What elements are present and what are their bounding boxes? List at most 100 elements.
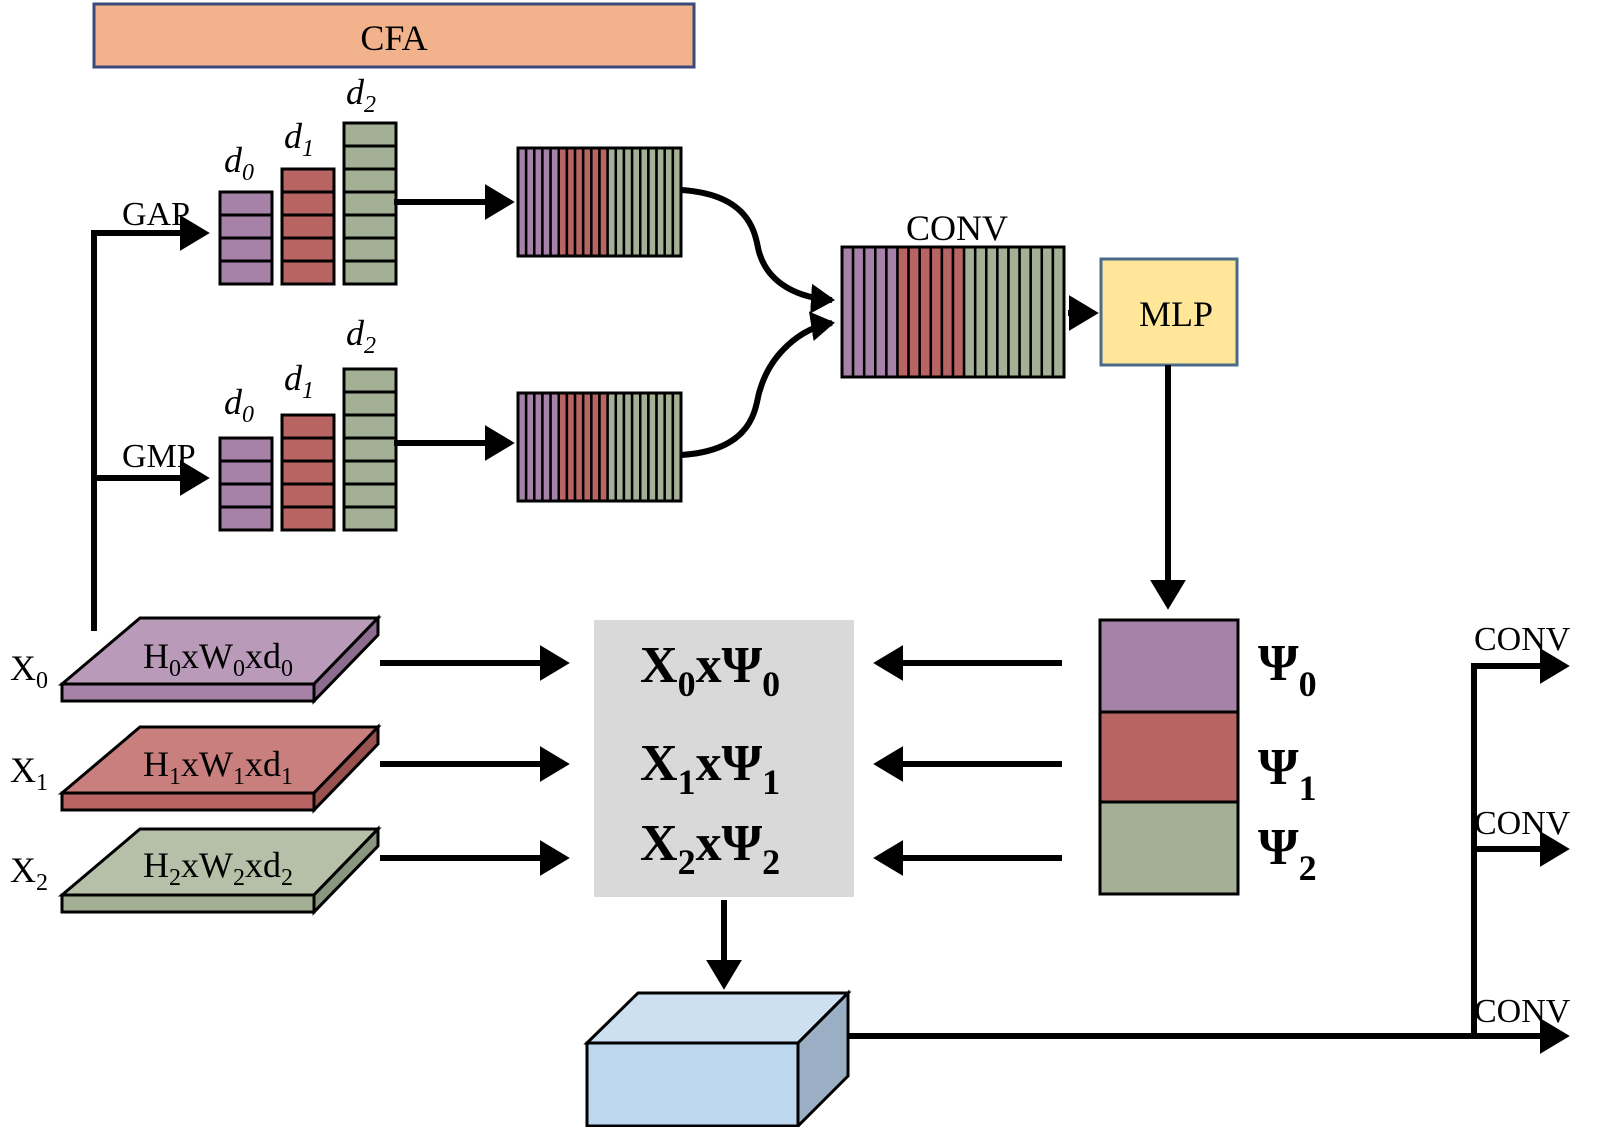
gmp-d0-label: d0 (224, 382, 254, 428)
output-conv-1-label: CONV (1474, 805, 1571, 842)
conv-stripe (996, 245, 1010, 379)
product-2: X2xΨ2 (640, 815, 780, 882)
input-slab-x1 (57, 723, 382, 814)
bar-cell (342, 482, 398, 509)
product-box: X0xΨ0 X1xΨ1 X2xΨ2 (594, 620, 854, 897)
gap-concat-outline (516, 146, 683, 258)
gmp-merge-curve (680, 311, 835, 458)
output-connectors (848, 648, 1570, 1054)
x0-dims: H0xW0xd0 (143, 636, 293, 682)
bar-cell (218, 482, 274, 509)
gmp-concat-vector (516, 391, 683, 503)
attention-weights (1098, 618, 1240, 896)
bar-cell (218, 505, 274, 532)
bar-cell (342, 413, 398, 440)
gap-concat-vector (516, 146, 683, 258)
psi1-label: Ψ1 (1258, 739, 1317, 808)
bar-cell (280, 482, 336, 509)
conv-stripe (907, 245, 921, 379)
conv-stripe (840, 245, 855, 379)
conv-stripe (973, 245, 988, 379)
output-conv-0-label: CONV (1474, 621, 1571, 658)
bar-cell (342, 167, 398, 194)
bar-cell (342, 213, 398, 240)
bar-cell (280, 505, 336, 532)
mlp-box: MLP (1099, 257, 1239, 367)
conv-stripe (951, 245, 966, 379)
conv-stripe (1007, 245, 1021, 379)
conv-stripe (1040, 245, 1055, 379)
input-labels: X0 X1 X2 (10, 648, 48, 896)
bar-cell (280, 413, 336, 440)
output-feature-cube (583, 989, 852, 1127)
bar-cell (342, 144, 398, 171)
product-0: X0xΨ0 (640, 637, 780, 704)
bar-cell (342, 367, 398, 394)
weights-to-product-arrows (873, 645, 1062, 876)
psi0-label: Ψ0 (1258, 635, 1317, 704)
bar-cell (342, 459, 398, 486)
gap-pooled-vectors (218, 121, 398, 286)
bar-cell (280, 213, 336, 240)
product-1: X1xΨ1 (640, 735, 780, 802)
title-text: CFA (360, 18, 427, 58)
gmp-d1-label: d1 (284, 358, 314, 404)
gmp-bar-d0 (218, 436, 274, 532)
conv-stripe (1018, 245, 1032, 379)
gmp-d-labels: d0 d1 d2 (224, 313, 376, 428)
conv-stripe (929, 245, 944, 379)
conv-stripe (918, 245, 933, 379)
conv-outline (840, 245, 1066, 379)
gap-label: GAP (122, 196, 190, 233)
bar-cell (218, 213, 274, 240)
bar-cell (218, 459, 274, 486)
gmp-pooled-vectors (218, 367, 398, 532)
conv-stripe (862, 245, 877, 379)
bar-cell (280, 236, 336, 263)
bar-cell (342, 121, 398, 148)
conv-stripe (896, 245, 910, 379)
conv-stripe (1051, 245, 1066, 379)
gap-merge-curve (680, 187, 835, 314)
bar-cell (280, 259, 336, 286)
conv-block (840, 245, 1066, 379)
bar-cell (218, 190, 274, 217)
input-to-product-arrows (380, 645, 570, 876)
bar-cell (280, 190, 336, 217)
conv-label: CONV (906, 208, 1008, 248)
gmp-label: GMP (122, 438, 196, 475)
input-feature-maps (57, 614, 382, 916)
gmp-bar-d1 (280, 413, 336, 532)
conv-stripe (962, 245, 977, 379)
x2-dims: H2xW2xd2 (143, 845, 293, 891)
gmp-bar-d2 (342, 367, 398, 532)
bar-cell (218, 436, 274, 463)
gmp-d2-label: d2 (346, 313, 376, 359)
bar-cell (280, 167, 336, 194)
gap-bar-d0 (218, 190, 274, 286)
gap-bar-d2 (342, 121, 398, 286)
bar-cell (280, 436, 336, 463)
psi2-label: Ψ2 (1258, 819, 1317, 888)
bar-cell (342, 390, 398, 417)
gap-d0-label: d0 (224, 140, 254, 186)
weight-labels: Ψ0 Ψ1 Ψ2 (1258, 635, 1317, 888)
gmp-concat-outline (516, 391, 683, 503)
slab-front (60, 682, 316, 703)
x2-label: X2 (10, 850, 48, 896)
bar-cell (342, 236, 398, 263)
bar-cell (342, 436, 398, 463)
input-slab-x0 (57, 614, 382, 705)
x1-label: X1 (10, 750, 48, 796)
bar-cell (342, 259, 398, 286)
title-box: CFA (92, 2, 696, 69)
conv-stripe (851, 245, 866, 379)
gap-d2-label: d2 (346, 72, 376, 118)
conv-stripe (874, 245, 888, 379)
input-slab-x2 (57, 825, 382, 916)
bar-cell (218, 259, 274, 286)
conv-stripe (985, 245, 999, 379)
pooling-branch-connectors (91, 215, 210, 631)
gap-d-labels: d0 d1 d2 (224, 72, 376, 186)
